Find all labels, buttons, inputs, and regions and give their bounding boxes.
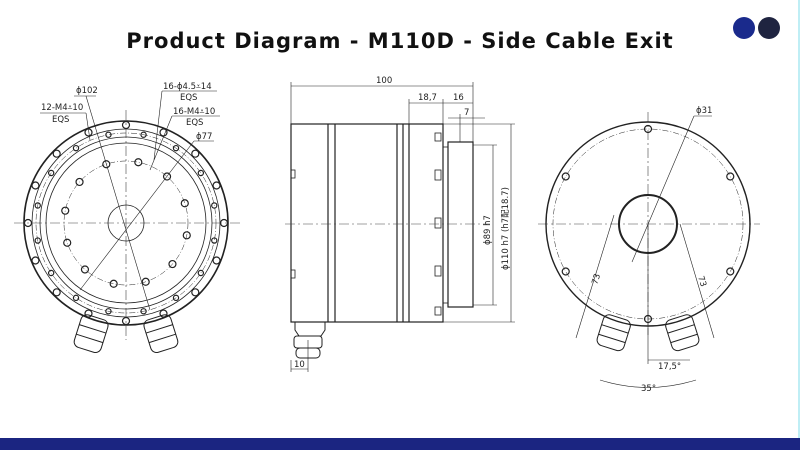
bolt-hole-icon: [72, 294, 80, 302]
front-view: ϕ102 12-M4⩡10 EQS 16-ϕ4.5⩡14 EQS 16-M4⩡1…: [14, 82, 240, 354]
bolt-hole-icon: [197, 169, 205, 177]
back-cable-gland-left: [596, 314, 631, 352]
dim-radius-73-left: 73: [590, 273, 603, 286]
dim-holes-12-m4: 12-M4⩡10: [41, 103, 83, 113]
dim-phi110: ϕ110 h7 (h7配18.7): [501, 187, 511, 270]
back-view: ϕ31 73 73 17,5° 35°: [538, 106, 760, 394]
back-cable-gland-right: [665, 314, 700, 352]
cable-gland-left: [73, 314, 109, 354]
bolt-hole-icon: [23, 218, 33, 228]
bolt-hole-icon: [121, 316, 131, 326]
bolt-hole-icon: [726, 267, 735, 276]
bolt-hole-icon: [61, 206, 70, 215]
dim-radius-73-right: 73: [695, 275, 708, 288]
bolt-hole-icon: [182, 231, 191, 240]
bolt-hole-icon: [191, 288, 200, 297]
bolt-hole-icon: [561, 172, 570, 181]
bolt-hole-icon: [105, 308, 112, 315]
bolt-hole-icon: [140, 308, 147, 315]
bolt-hole-icon: [52, 149, 61, 158]
bolt-hole-icon: [159, 309, 168, 318]
bolt-hole-icon: [80, 265, 90, 274]
bolt-hole-icon: [109, 279, 118, 288]
bolt-hole-icon: [561, 267, 570, 276]
dim-holes-16-phi4-5: 16-ϕ4.5⩡14: [163, 82, 212, 92]
cable-gland-right: [143, 314, 179, 354]
nav-dot-secondary: [758, 17, 780, 39]
bolt-hole-icon: [172, 294, 180, 302]
eqs-label-b: EQS: [52, 115, 69, 125]
bolt-hole-icon: [211, 237, 218, 244]
bolt-hole-icon: [212, 256, 221, 265]
dim-length-100: 100: [376, 76, 392, 86]
bolt-hole-icon: [47, 169, 55, 177]
bolt-hole-icon: [643, 124, 653, 134]
bolt-hole-icon: [105, 131, 112, 138]
bolt-hole-icon: [172, 144, 180, 152]
dim-holes-16-m4: 16-M4⩡10: [173, 107, 215, 117]
dim-phi89: ϕ89 h7: [483, 215, 493, 245]
dim-phi77: ϕ77: [196, 132, 212, 142]
bolt-hole-icon: [168, 259, 177, 269]
bolt-hole-icon: [140, 131, 147, 138]
bolt-hole-icon: [159, 128, 168, 137]
bolt-hole-icon: [191, 149, 200, 158]
bottom-bar: [0, 438, 800, 450]
dim-angle-35: 35°: [641, 384, 656, 394]
bolt-hole-icon: [31, 256, 40, 265]
dim-16: 16: [453, 93, 464, 103]
bolt-hole-icon: [34, 237, 41, 244]
dim-phi102: ϕ102: [76, 86, 98, 96]
bolt-hole-icon: [47, 269, 55, 277]
bolt-hole-icon: [197, 269, 205, 277]
side-view: 100 18,7 16 7 ϕ89 h7 ϕ110 h7 (h7配18.7) 1…: [285, 76, 515, 372]
bolt-hole-icon: [34, 202, 41, 209]
dim-18-7: 18,7: [418, 93, 437, 103]
bolt-hole-icon: [72, 144, 80, 152]
bolt-hole-icon: [31, 181, 40, 190]
dim-7: 7: [464, 108, 469, 118]
bolt-hole-icon: [102, 160, 111, 169]
bolt-hole-icon: [75, 177, 84, 187]
bolt-hole-icon: [726, 172, 735, 181]
bolt-hole-icon: [211, 202, 218, 209]
bolt-hole-icon: [162, 172, 172, 181]
dim-angle-17-5: 17,5°: [658, 362, 681, 372]
bolt-hole-icon: [52, 288, 61, 297]
page-title: Product Diagram - M110D - Side Cable Exi…: [126, 29, 674, 53]
dim-gland-10: 10: [294, 360, 305, 370]
bolt-hole-icon: [63, 238, 72, 247]
bolt-hole-icon: [141, 277, 150, 286]
bolt-hole-icon: [84, 309, 93, 318]
eqs-label-c: EQS: [186, 118, 203, 128]
bolt-hole-icon: [212, 181, 221, 190]
bolt-hole-icon: [121, 120, 131, 130]
side-cable-gland: [293, 321, 326, 359]
bolt-hole-icon: [180, 199, 189, 208]
right-edge-line: [798, 0, 800, 438]
bolt-hole-icon: [134, 158, 143, 167]
eqs-label-a: EQS: [180, 93, 197, 103]
nav-dot-primary: [733, 17, 755, 39]
dim-phi31: ϕ31: [696, 106, 712, 116]
bolt-hole-icon: [219, 218, 229, 228]
